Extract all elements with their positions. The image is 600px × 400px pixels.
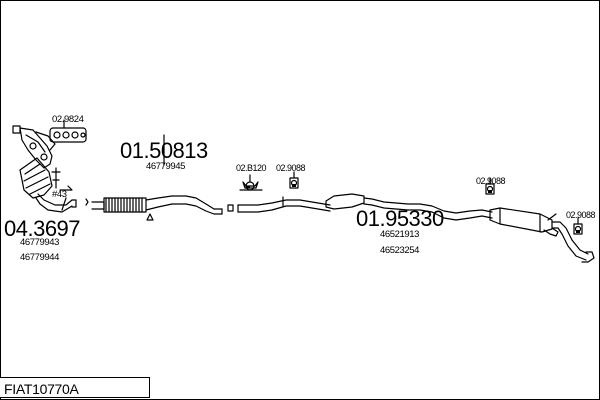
diagram-code-box: FIAT10770A <box>0 377 150 398</box>
manifold-gasket-part <box>49 119 87 143</box>
assembly-3-oem-1: 46521913 <box>380 229 420 240</box>
assembly-3-oem-2: 46523254 <box>380 245 420 256</box>
diagram-code-label: FIAT10770A <box>4 381 79 397</box>
assembly-2-main-label: 01.50813 <box>120 138 208 163</box>
middle-silencer-part <box>237 193 493 221</box>
flange-gasket-part <box>239 174 263 191</box>
assembly-1-oem-1: 46779943 <box>20 237 60 248</box>
hanger-label-1: 02.9088 <box>276 163 306 173</box>
torque-note-label: #43 <box>52 189 67 200</box>
clamp-part <box>227 204 234 212</box>
assembly-3-main-label: 01.95330 <box>356 206 444 231</box>
assembly-2-oem-1: 46779945 <box>146 161 186 172</box>
assembly-1-oem-2: 46779944 <box>20 252 60 263</box>
catalytic-converter-part <box>12 125 77 213</box>
hanger-label-3: 02.9088 <box>566 210 596 220</box>
assembly-1-main-label: 04.3697 <box>4 216 81 241</box>
rear-silencer-part <box>489 207 595 263</box>
gasket-manifold-label: 02.9824 <box>52 114 84 125</box>
flange-gasket-label: 02.B120 <box>236 163 267 173</box>
front-pipe-part <box>85 134 223 221</box>
hanger-label-2: 02.9088 <box>476 176 506 186</box>
